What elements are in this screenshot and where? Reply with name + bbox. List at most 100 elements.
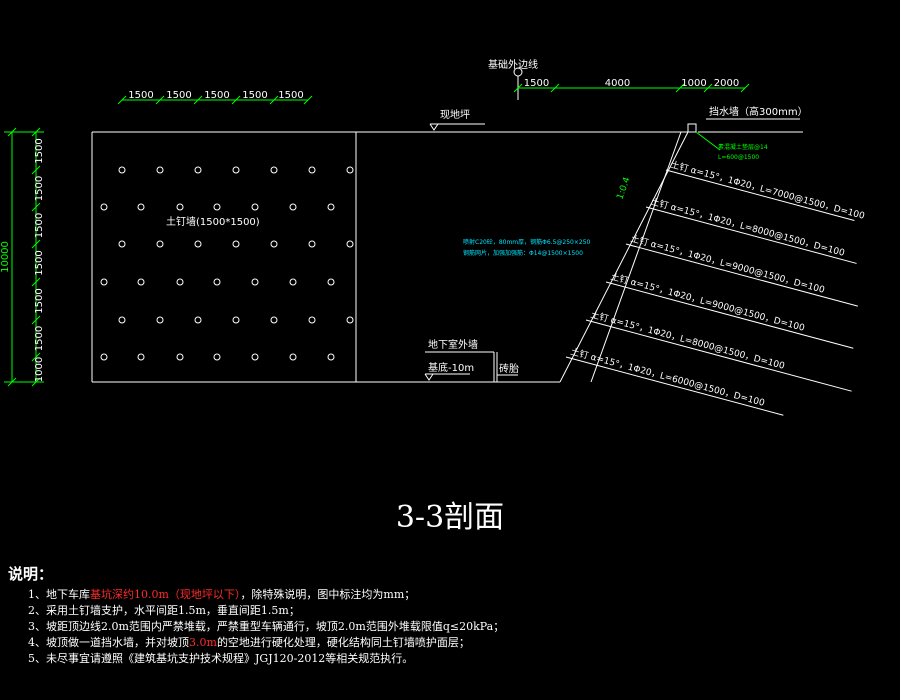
left-dim-tick xyxy=(31,352,41,362)
nail-head xyxy=(118,240,126,248)
nail-head xyxy=(137,353,145,361)
top-dim-tick xyxy=(303,95,313,105)
left-total-dim-tick xyxy=(7,127,17,137)
left-dim-tick xyxy=(31,315,41,325)
left-total-dim-label: 10000 xyxy=(0,241,11,273)
nail-head xyxy=(251,353,259,361)
nail-head xyxy=(289,353,297,361)
slope-line xyxy=(559,131,689,383)
section-title: 3-3剖面 xyxy=(395,500,505,535)
soil-nail-line xyxy=(625,243,858,307)
soil-nail-line xyxy=(605,281,854,349)
soil-nail-line xyxy=(665,169,855,221)
nail-head xyxy=(346,166,354,174)
left-dim-label: 1500 xyxy=(34,326,45,351)
nail-head xyxy=(289,203,297,211)
nail-head xyxy=(232,316,240,324)
basement-wall-label: 地下室外墙 xyxy=(428,338,478,351)
nail-head xyxy=(346,316,354,324)
left-dim-tick xyxy=(31,239,41,249)
note-1: 1、地下车库基坑深约10.0m（现地坪以下），除特殊说明，图中标注均为mm； xyxy=(28,588,416,601)
nail-head xyxy=(327,278,335,286)
top-dim-tick xyxy=(193,95,203,105)
nail-head xyxy=(194,316,202,324)
slope-inner-line xyxy=(590,131,682,383)
nail-head xyxy=(213,353,221,361)
nail-head xyxy=(308,240,316,248)
nail-head xyxy=(176,203,184,211)
retaining-leader xyxy=(695,131,721,151)
left-dim-tick xyxy=(31,165,41,175)
pit-bottom-marker xyxy=(424,373,434,381)
right-dim-tick xyxy=(513,83,523,93)
left-dim-label: 1500 xyxy=(34,138,45,163)
right-dim-label: 1500 xyxy=(524,78,549,89)
pit-bottom-label: 基底-10m xyxy=(428,361,474,374)
wall-label: 土钉墙(1500*1500) xyxy=(166,215,260,228)
nail-head xyxy=(289,278,297,286)
ground-label: 现地坪 xyxy=(440,108,470,121)
retaining-note-1: 素混凝土垫层@14 xyxy=(718,143,768,151)
soil-nail-line xyxy=(565,356,784,416)
nail-head xyxy=(270,240,278,248)
nail-head xyxy=(327,353,335,361)
left-dim-tick xyxy=(31,127,41,137)
left-dim-tick xyxy=(31,277,41,287)
nail-head xyxy=(308,316,316,324)
shotcrete-note-1: 喷射C20砼，80mm厚，钢筋Φ6.5@250×250 xyxy=(463,238,591,246)
top-dim-tick xyxy=(269,95,279,105)
note-3: 3、坡距顶边线2.0m范围内严禁堆载，严禁重型车辆通行，坡顶2.0m范围外堆载限… xyxy=(28,620,505,633)
top-dim-label: 1500 xyxy=(242,90,267,101)
top-dim-label: 1500 xyxy=(278,90,303,101)
nail-head xyxy=(213,203,221,211)
nail-head xyxy=(270,166,278,174)
left-dim-label: 1500 xyxy=(34,288,45,313)
nail-head xyxy=(156,316,164,324)
right-dim-tick xyxy=(675,83,685,93)
note-2: 2、采用土钉墙支护，水平间距1.5m，垂直间距1.5m； xyxy=(28,604,300,617)
right-dim-label: 1000 xyxy=(681,78,706,89)
left-total-dim-tick xyxy=(7,377,17,387)
top-dim-label: 1500 xyxy=(204,90,229,101)
nail-head xyxy=(251,203,259,211)
soil-nail-line xyxy=(645,206,857,264)
left-dim-label: 1500 xyxy=(34,176,45,201)
note-4: 4、坡顶做一道挡水墙，并对坡顶3.0m的空地进行硬化处理，硬化结构同土钉墙喷护面… xyxy=(28,636,470,649)
left-dim-label: 1500 xyxy=(34,213,45,238)
nail-head xyxy=(232,240,240,248)
top-dim-tick xyxy=(117,95,127,105)
top-dim-tick xyxy=(231,95,241,105)
right-dim-tick xyxy=(703,83,713,93)
nail-head xyxy=(100,353,108,361)
nail-head xyxy=(176,353,184,361)
left-dim-label: 1000 xyxy=(34,357,45,382)
retaining-wall-label: 挡水墙（高300mm） xyxy=(709,105,808,118)
slope-label: 1:0.4 xyxy=(615,176,632,201)
nail-head xyxy=(232,166,240,174)
nail-head xyxy=(194,240,202,248)
right-dim-tick xyxy=(740,83,750,93)
foundation-label: 基础外边线 xyxy=(488,58,538,71)
nail-head xyxy=(176,278,184,286)
nail-head xyxy=(137,203,145,211)
nail-head xyxy=(308,166,316,174)
left-dim-tick xyxy=(31,202,41,212)
right-dim-label: 2000 xyxy=(714,78,739,89)
notes-heading: 说明： xyxy=(8,565,54,583)
soil-nail-line xyxy=(585,319,852,392)
right-dim-tick xyxy=(550,83,560,93)
left-dim-tick xyxy=(31,377,41,387)
nail-head xyxy=(270,316,278,324)
nail-head xyxy=(118,316,126,324)
nail-head xyxy=(137,278,145,286)
top-dim-label: 1500 xyxy=(128,90,153,101)
top-dim-tick xyxy=(155,95,165,105)
note-5: 5、未尽事宜请遵照《建筑基坑支护技术规程》JGJ120-2012等相关规范执行。 xyxy=(28,652,414,665)
nail-head xyxy=(100,278,108,286)
nail-head xyxy=(156,240,164,248)
nail-head xyxy=(156,166,164,174)
nail-head xyxy=(100,203,108,211)
retaining-note-2: L=600@1500 xyxy=(718,154,759,161)
nail-head xyxy=(346,240,354,248)
